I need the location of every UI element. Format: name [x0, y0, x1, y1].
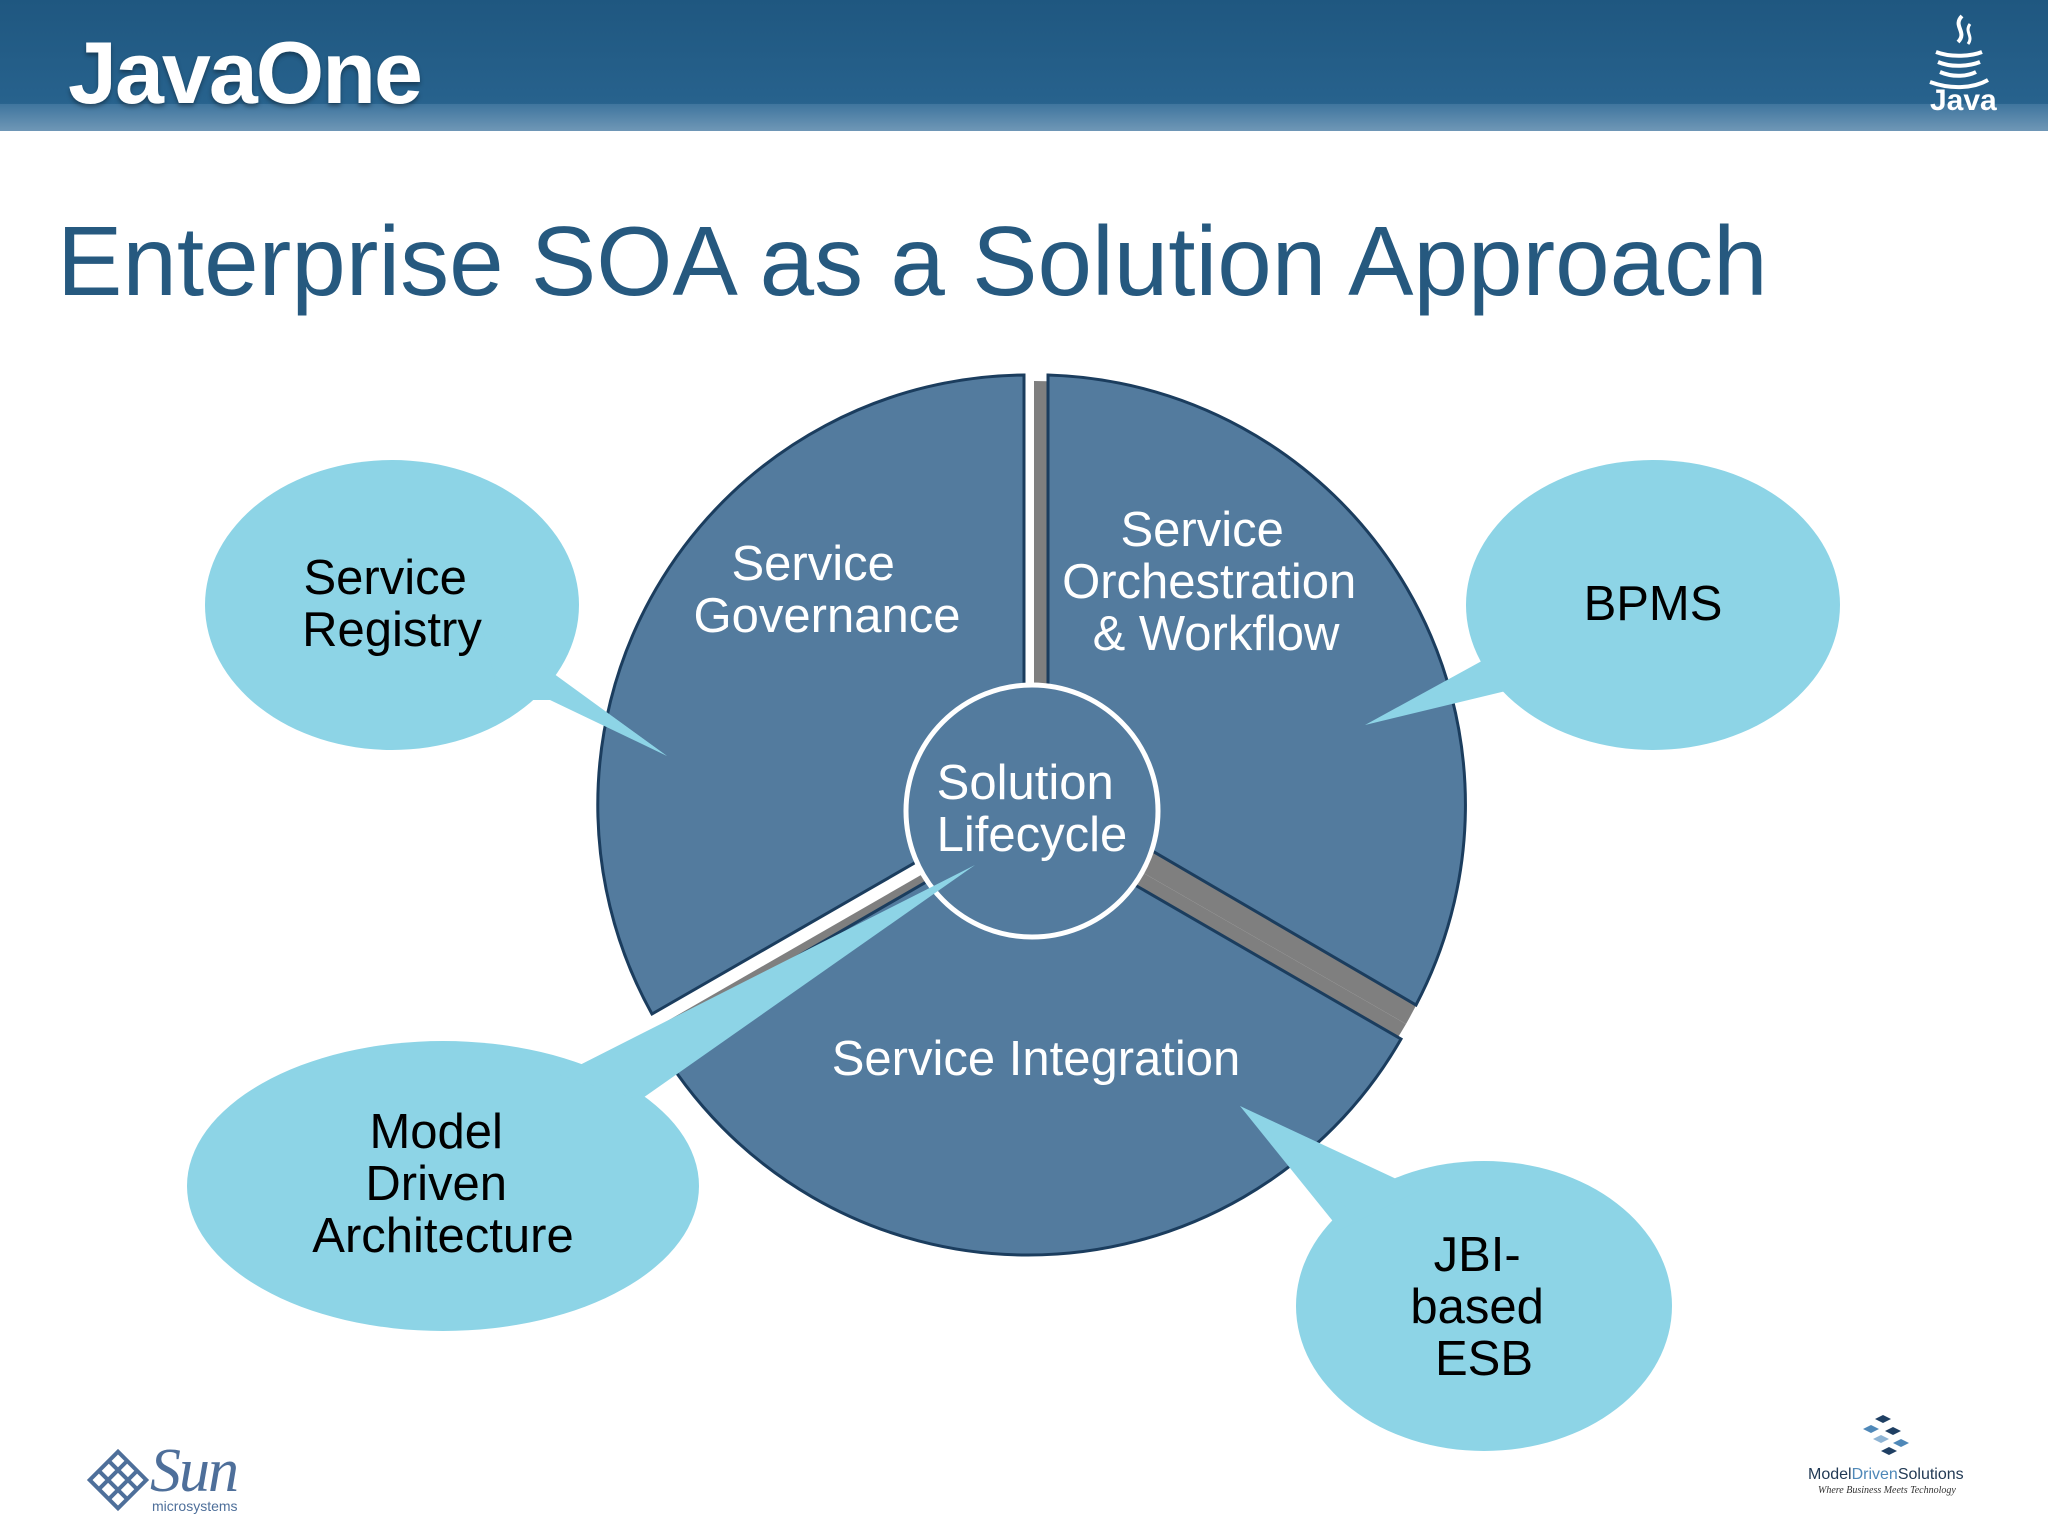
header-bar: JavaOne Java [0, 0, 2048, 131]
segment-service-integration [652, 821, 1404, 1257]
mds-wordmark: ModelDrivenSolutions [1808, 1466, 1964, 1483]
mds-tagline: Where Business Meets Technology [1818, 1485, 1956, 1496]
esb-label: JBI- based ESB [1410, 1228, 1557, 1386]
sun-wordmark: Sun [150, 1437, 239, 1505]
header-band [0, 104, 2048, 131]
model-driven-solutions-logo-icon [1863, 1415, 1909, 1455]
mda-label: Model Driven Architecture [312, 1105, 573, 1263]
sun-logo-icon [86, 1448, 150, 1512]
callout-model-driven-architecture [187, 865, 975, 1331]
callout-bpms [1365, 460, 1840, 750]
callout-service-registry [205, 460, 667, 756]
center-label: Solution Lifecycle [937, 756, 1128, 862]
sun-subtitle: microsystems [152, 1498, 238, 1514]
java-cup-icon [1929, 14, 1989, 89]
javaone-logo: JavaOne [68, 23, 423, 122]
slide-title: Enterprise SOA as a Solution Approach [57, 206, 1768, 316]
java-wordmark: Java [1930, 84, 1997, 117]
governance-label: Service Governance [694, 537, 961, 643]
integration-label: Service Integration [832, 1032, 1241, 1086]
callout-jbi-esb [1240, 1106, 1672, 1451]
center-circle [903, 682, 1161, 940]
bpms-label: BPMS [1584, 577, 1723, 631]
orchestration-label: Service Orchestration & Workflow [1062, 503, 1370, 661]
registry-label: Service Registry [302, 551, 482, 657]
